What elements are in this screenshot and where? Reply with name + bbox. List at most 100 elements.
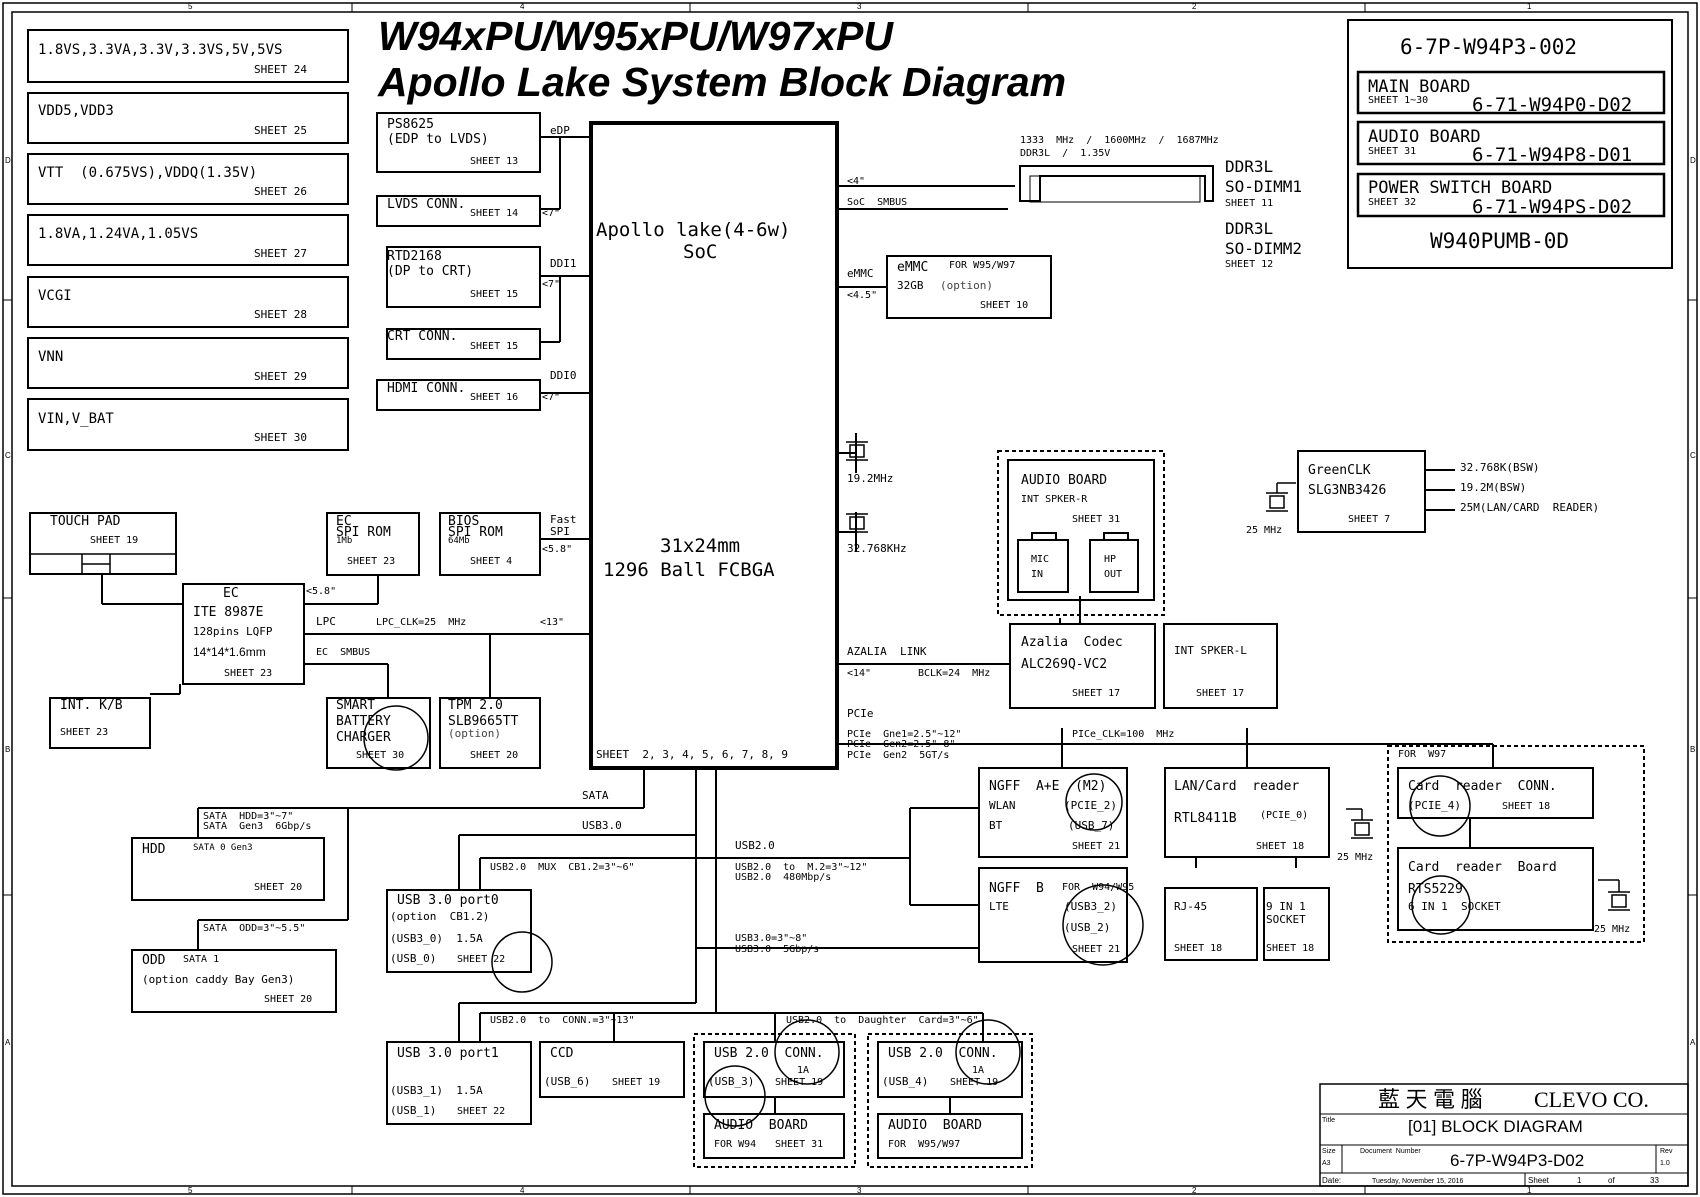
audio-b-name: AUDIO BOARD: [888, 1118, 982, 1133]
border-label-bottom: 4: [520, 1186, 525, 1195]
ngff-ae-usb: (USB_7): [1068, 819, 1114, 832]
power-block-name: VTT (0.675VS),VDDQ(1.35V): [38, 165, 257, 181]
power-switch-board-label: POWER SWITCH BOARD: [1368, 178, 1552, 198]
audio-board-sheet: SHEET 31: [1072, 514, 1120, 525]
sig-lvds-len: <7": [542, 208, 560, 219]
sig-emmc-len: <4.5": [847, 290, 877, 301]
sig-sata: SATA: [582, 789, 609, 802]
border-label-right: B: [1690, 745, 1695, 754]
sig-pcie-gen1: PCIe Gne1=2.5"~12": [847, 729, 961, 740]
hdd-name: HDD: [142, 842, 166, 857]
socket9-name: 9 IN 1: [1266, 900, 1306, 913]
ngff-ae-bt: BT: [989, 819, 1003, 832]
greenclk-xtal: 25 MHz: [1246, 525, 1282, 536]
border-label-right: A: [1690, 1038, 1696, 1047]
sig-crt-len: <7": [542, 279, 560, 290]
bios-rom-name1: BIOS: [448, 514, 479, 529]
hdmi-name: HDMI CONN.: [387, 381, 465, 396]
power-block-sheet: SHEET 26: [254, 185, 307, 198]
border-label-bottom: 2: [1192, 1186, 1197, 1195]
border-label-left: B: [5, 745, 10, 754]
sig-bclk: BCLK=24 MHz: [918, 668, 990, 679]
emmc-opt: (option): [940, 279, 993, 292]
border-label-top: 1: [1527, 2, 1532, 11]
sig-hdd-gen: SATA Gen3 6Gbp/s: [203, 821, 311, 832]
power-switch-board-sheet: SHEET 32: [1368, 197, 1416, 208]
soc-sheets: SHEET 2, 3, 4, 5, 6, 7, 8, 9: [596, 748, 788, 761]
ddr2-slot: SO-DIMM2: [1225, 239, 1302, 258]
charger-sheet: SHEET 30: [356, 750, 404, 761]
total-sheets: 33: [1650, 1176, 1659, 1185]
sig-lpc-len: <13": [540, 617, 564, 628]
date-value: Tuesday, November 15, 2016: [1372, 1178, 1464, 1185]
usb30-port1-name: USB 3.0 port1: [397, 1046, 499, 1061]
usb30-port1-p2: (USB_1): [390, 1104, 436, 1117]
odd-sheet: SHEET 20: [264, 994, 312, 1005]
hdmi-sheet: SHEET 16: [470, 392, 518, 403]
model-number: W940PUMB-0D: [1430, 229, 1569, 253]
ccd-sheet: SHEET 19: [612, 1077, 660, 1088]
rtd2168-name: RTD2168: [387, 249, 442, 264]
spk-l-sheet: SHEET 17: [1196, 688, 1244, 699]
ngff-ae-name: NGFF A+E (M2): [989, 779, 1106, 794]
emmc-sheet: SHEET 10: [980, 300, 1028, 311]
main-board-part: 6-71-W94P0-D02: [1472, 94, 1632, 116]
border-label-left: C: [5, 451, 11, 460]
ngff-ae-pcie: (PCIE_2): [1064, 799, 1117, 812]
audio-board-spk: INT SPKER-R: [1021, 494, 1088, 505]
tpm-name: TPM 2.0: [448, 698, 503, 713]
power-block-name: VIN,V_BAT: [38, 411, 114, 427]
usb20a-name: USB 2.0 CONN.: [714, 1046, 824, 1061]
power-block: 1.8VA,1.24VA,1.05VS SHEET 27: [27, 214, 349, 266]
emmc-for: FOR W95/W97: [949, 260, 1015, 271]
ngff-ae-wlan: WLAN: [989, 799, 1016, 812]
ddr2-sheet: SHEET 12: [1225, 259, 1273, 270]
sig-usb30-len: USB3.0=3"~8": [735, 933, 807, 944]
kb-name: INT. K/B: [60, 698, 123, 713]
cr-conn-pcie: (PCIE_4): [1408, 799, 1461, 812]
usb30-port1-p1: (USB3_1) 1.5A: [390, 1084, 483, 1097]
codec-sheet: SHEET 17: [1072, 688, 1120, 699]
usb20b-port: (USB_4): [882, 1075, 928, 1088]
power-block: VTT (0.675VS),VDDQ(1.35V) SHEET 26: [27, 153, 349, 205]
touchpad-name: TOUCH PAD: [50, 514, 121, 529]
ec-pins: 128pins LQFP: [193, 625, 273, 638]
border-label-top: 4: [520, 2, 525, 11]
lan-sheet: SHEET 18: [1256, 841, 1304, 852]
date-label: Date:: [1322, 1176, 1341, 1185]
soc-name: Apollo lake(4-6w): [596, 219, 790, 241]
socket9-sheet: SHEET 18: [1266, 943, 1314, 954]
greenclk-sheet: SHEET 7: [1348, 514, 1390, 525]
main-board-label: MAIN BOARD: [1368, 77, 1470, 97]
size-value: A3: [1322, 1160, 1331, 1167]
greenclk-out2: 19.2M(BSW): [1460, 481, 1526, 494]
sig-ddi0: DDI0: [550, 369, 577, 382]
cr-conn-name: Card reader CONN.: [1408, 779, 1557, 794]
border-label-right: D: [1690, 156, 1696, 165]
power-block: VCGI SHEET 28: [27, 276, 349, 328]
power-block: VIN,V_BAT SHEET 30: [27, 398, 349, 451]
usb30-port0-sheet: SHEET 22: [457, 954, 505, 965]
board-info: 6-7P-W94P3-002 MAIN BOARD SHEET 1~30 6-7…: [1347, 19, 1673, 269]
usb30-port0-p2: (USB_0): [390, 952, 436, 965]
crt-name: CRT CONN.: [387, 329, 457, 344]
ddr2-name: DDR3L: [1225, 219, 1273, 238]
soc-block: Apollo lake(4-6w) SoC 31x24mm 1296 Ball …: [589, 121, 839, 770]
lvds-name: LVDS CONN.: [387, 197, 465, 212]
ec-dim: 14*14*1.6mm: [193, 645, 266, 659]
spk-l-name: INT SPKER-L: [1174, 644, 1247, 657]
sig-usb20-conn: USB2.0 to CONN.=3"~13": [490, 1015, 635, 1026]
codec-chip: ALC269Q-VC2: [1021, 657, 1107, 672]
sig-usb20-rate: USB2.0 480Mbp/s: [735, 872, 831, 883]
power-block: VDD5,VDD3 SHEET 25: [27, 92, 349, 144]
odd-sata: SATA 1: [183, 954, 219, 965]
audio-a-sheet: SHEET 31: [775, 1139, 823, 1150]
main-board-sheet: SHEET 1~30: [1368, 95, 1428, 106]
sig-emmc: eMMC: [847, 267, 874, 280]
hp-label1: HP: [1104, 554, 1116, 565]
power-block-name: VNN: [38, 349, 63, 365]
sig-lpc: LPC: [316, 615, 336, 628]
ec-rom-name1: EC: [336, 514, 352, 529]
doc-number: 6-7P-W94P3-002: [1400, 35, 1577, 59]
